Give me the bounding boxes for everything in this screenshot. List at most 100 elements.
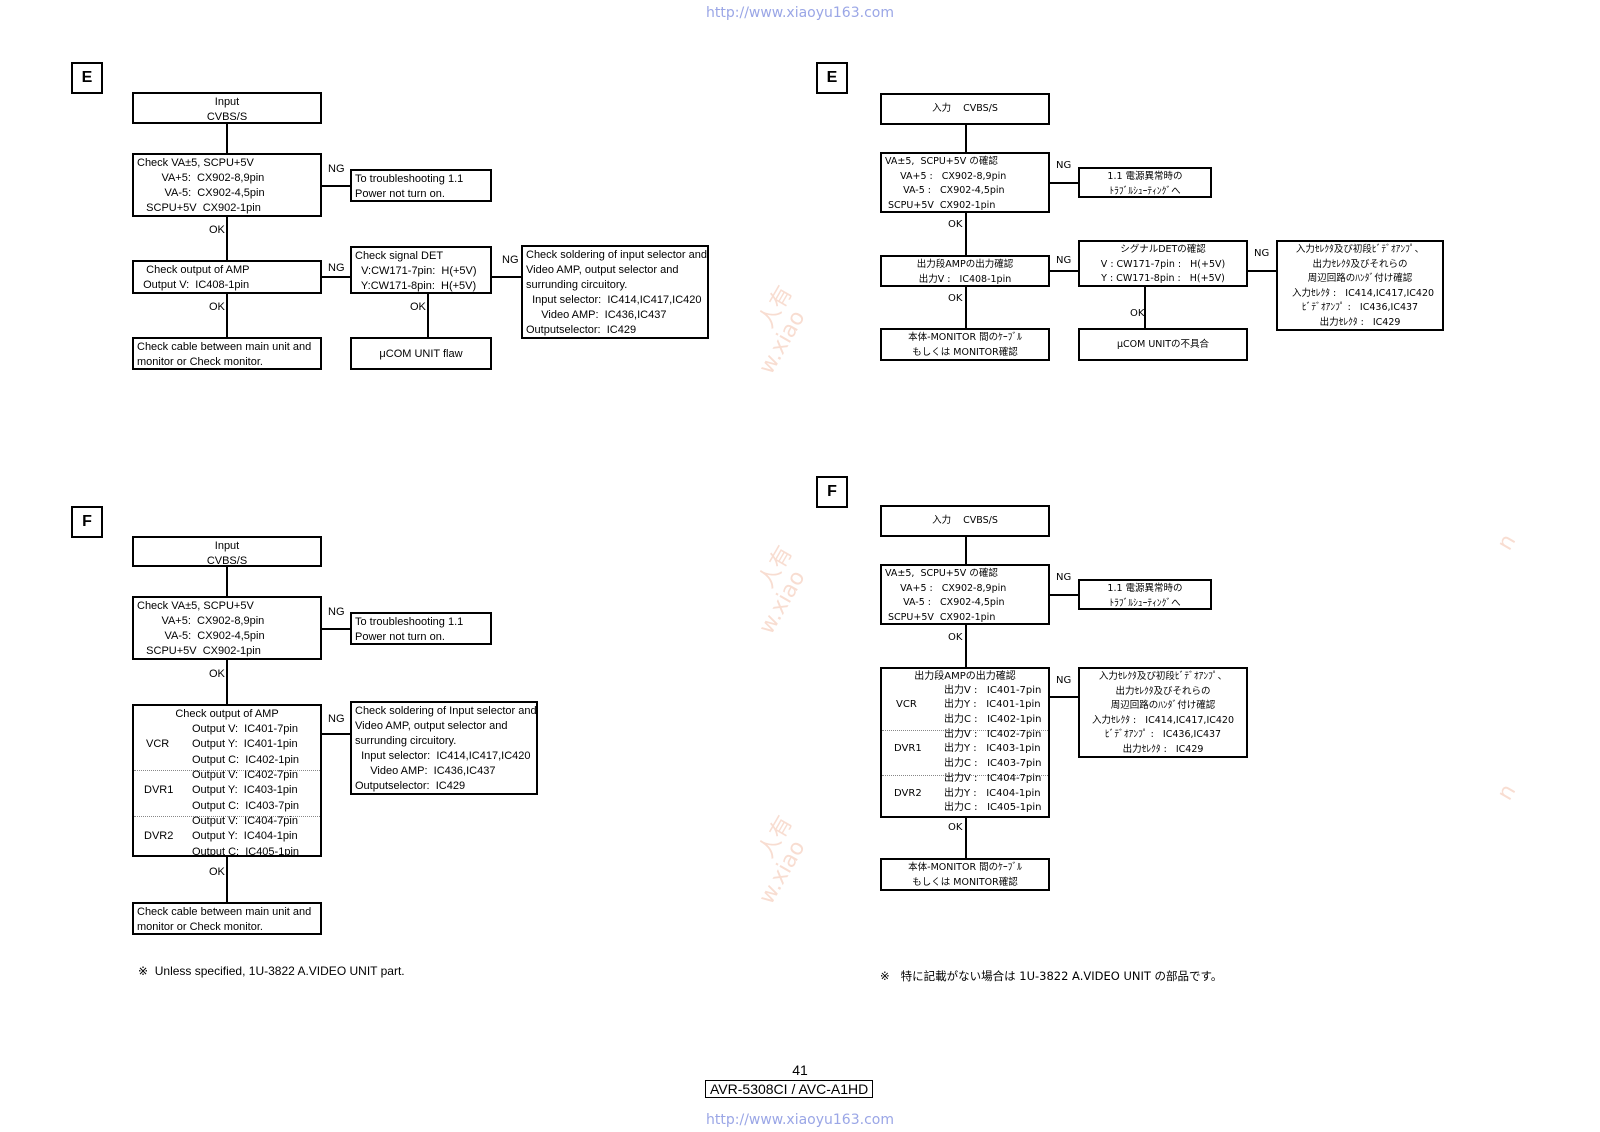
connector-line: [226, 294, 228, 338]
amp-row: 出力Y : IC403-1pin: [944, 743, 1041, 754]
section-label: E: [71, 62, 103, 94]
cable-check-box: 本体-MONITOR 間のｹｰﾌﾞﾙ もしくは MONITOR確認: [880, 858, 1050, 891]
connector-line: [320, 276, 352, 278]
check-power-box: VA±5, SCPU+5V の確認 VA+5 : CX902-8,9pin VA…: [880, 152, 1050, 213]
amp-title: 出力段AMPの出力確認: [914, 671, 1016, 682]
group-label: DVR2: [144, 830, 174, 842]
group-label: VCR: [146, 738, 170, 750]
section-label: E: [816, 62, 848, 94]
amp-row: 出力V : IC401-7pin: [944, 685, 1042, 696]
group-divider: [882, 775, 1048, 776]
ok-label: OK: [209, 301, 225, 313]
ok-label: OK: [1130, 308, 1145, 319]
amp-row: Output V: IC401-7pin: [192, 723, 298, 735]
connector-line: [965, 124, 967, 154]
watermark-text: n: [1492, 780, 1522, 805]
signal-det-box: シグナルDETの確認 V : CW171-7pin : H(+5V) Y : C…: [1078, 240, 1248, 287]
check-power-box: Check VA±5, SCPU+5V VA+5: CX902-8,9pin V…: [132, 153, 322, 217]
ok-label: OK: [948, 293, 963, 304]
group-label: VCR: [896, 699, 917, 710]
connector-line: [1246, 270, 1278, 272]
ng-label: NG: [328, 713, 345, 725]
connector-line: [320, 185, 352, 187]
ng-label: NG: [328, 163, 345, 175]
check-power-box: Check VA±5, SCPU+5V VA+5: CX902-8,9pin V…: [132, 596, 322, 660]
troubleshooting-box: 1.1 電源異常時の ﾄﾗﾌﾞﾙｼｭｰﾃｨﾝｸﾞへ: [1078, 579, 1212, 610]
connector-line: [320, 628, 352, 630]
connector-line: [320, 733, 352, 735]
connector-line: [226, 216, 228, 260]
soldering-check-box: Check soldering of input selector and Vi…: [521, 245, 709, 339]
connector-line: [427, 294, 429, 338]
signal-det-box: Check signal DET V:CW171-7pin: H(+5V) Y:…: [350, 246, 492, 294]
connector-line: [226, 855, 228, 903]
model-name: AVR-5308CI / AVC-A1HD: [705, 1080, 874, 1098]
footer-url[interactable]: http://www.xiaoyu163.com: [706, 1112, 894, 1128]
amp-row: Output Y: IC401-1pin: [192, 738, 298, 750]
input-box: Input CVBS/S: [132, 536, 322, 567]
connector-line: [965, 535, 967, 565]
check-amp-box: 出力段AMPの出力確認 出力V : IC408-1pin: [880, 255, 1050, 287]
connector-line: [226, 122, 228, 154]
cable-check-box: Check cable between main unit and monito…: [132, 902, 322, 935]
page-number: 41: [792, 1062, 808, 1078]
group-label: DVR1: [894, 743, 922, 754]
section-label: F: [816, 476, 848, 508]
ng-label: NG: [328, 606, 345, 618]
amp-row: Output Y: IC403-1pin: [192, 784, 298, 796]
ng-label: NG: [1056, 572, 1072, 583]
check-power-box: VA±5, SCPU+5V の確認 VA+5 : CX902-8,9pin VA…: [880, 564, 1050, 625]
connector-line: [965, 816, 967, 860]
amp-row: Output V: IC402-7pin: [192, 769, 298, 781]
troubleshooting-box: 1.1 電源異常時の ﾄﾗﾌﾞﾙｼｭｰﾃｨﾝｸﾞへ: [1078, 167, 1212, 198]
ucom-flaw-box: μCOM UNIT flaw: [350, 337, 492, 370]
ok-label: OK: [209, 668, 225, 680]
connector-line: [226, 565, 228, 599]
cable-check-box: Check cable between main unit and monito…: [132, 337, 322, 370]
amp-row: Output C: IC405-1pin: [192, 846, 300, 857]
connector-line: [965, 211, 967, 256]
soldering-check-box: 入力ｾﾚｸﾀ及び初段ﾋﾞﾃﾞｵｱﾝﾌﾟ、 出力ｾﾚｸﾀ及びそれらの 周辺回路のﾊ…: [1276, 240, 1444, 331]
connector-line: [226, 658, 228, 706]
connector-line: [1048, 182, 1080, 184]
ok-label: OK: [948, 632, 963, 643]
group-label: DVR2: [894, 788, 922, 799]
amp-row: 出力C : IC402-1pin: [944, 714, 1042, 725]
ng-label: NG: [1056, 160, 1072, 171]
ucom-flaw-box: μCOM UNITの不具合: [1078, 328, 1248, 361]
ok-label: OK: [948, 219, 963, 230]
connector-line: [965, 623, 967, 669]
group-label: DVR1: [144, 784, 174, 796]
check-amp-box: Check output of AMP VCR DVR1 DVR2 Output…: [132, 704, 322, 857]
ok-label: OK: [948, 822, 963, 833]
connector-line: [491, 276, 523, 278]
troubleshooting-box: To troubleshooting 1.1 Power not turn on…: [350, 169, 492, 202]
amp-row: Output C: IC403-7pin: [192, 800, 300, 812]
soldering-check-box: Check soldering of Input selector and Vi…: [350, 701, 538, 795]
input-box: 入力 CVBS/S: [880, 505, 1050, 537]
amp-row: 出力Y : IC404-1pin: [944, 788, 1041, 799]
ng-label: NG: [1254, 248, 1270, 259]
header-url[interactable]: http://www.xiaoyu163.com: [706, 5, 894, 21]
ok-label: OK: [209, 866, 225, 878]
troubleshooting-box: To troubleshooting 1.1 Power not turn on…: [350, 612, 492, 645]
connector-line: [1048, 594, 1080, 596]
amp-row: Output V: IC404-7pin: [192, 815, 298, 827]
group-divider: [882, 730, 1048, 731]
ng-label: NG: [1056, 255, 1072, 266]
amp-row: 出力V : IC404-7pin: [944, 773, 1042, 784]
amp-row: 出力Y : IC401-1pin: [944, 699, 1041, 710]
input-box: Input CVBS/S: [132, 92, 322, 124]
amp-row: 出力V : IC402-7pin: [944, 729, 1042, 740]
group-divider: [134, 770, 320, 771]
amp-row: 出力C : IC403-7pin: [944, 758, 1042, 769]
section-label: F: [71, 506, 103, 538]
input-box: 入力 CVBS/S: [880, 93, 1050, 125]
amp-row: Output Y: IC404-1pin: [192, 830, 298, 842]
check-amp-box: 出力段AMPの出力確認 VCR DVR1 DVR2 出力V : IC401-7p…: [880, 667, 1050, 818]
cable-check-box: 本体-MONITOR 間のｹｰﾌﾞﾙ もしくは MONITOR確認: [880, 328, 1050, 361]
connector-line: [1048, 696, 1080, 698]
ng-label: NG: [502, 254, 519, 266]
footnote: ※ Unless specified, 1U-3822 A.VIDEO UNIT…: [138, 964, 405, 978]
amp-title: Check output of AMP: [175, 708, 279, 720]
